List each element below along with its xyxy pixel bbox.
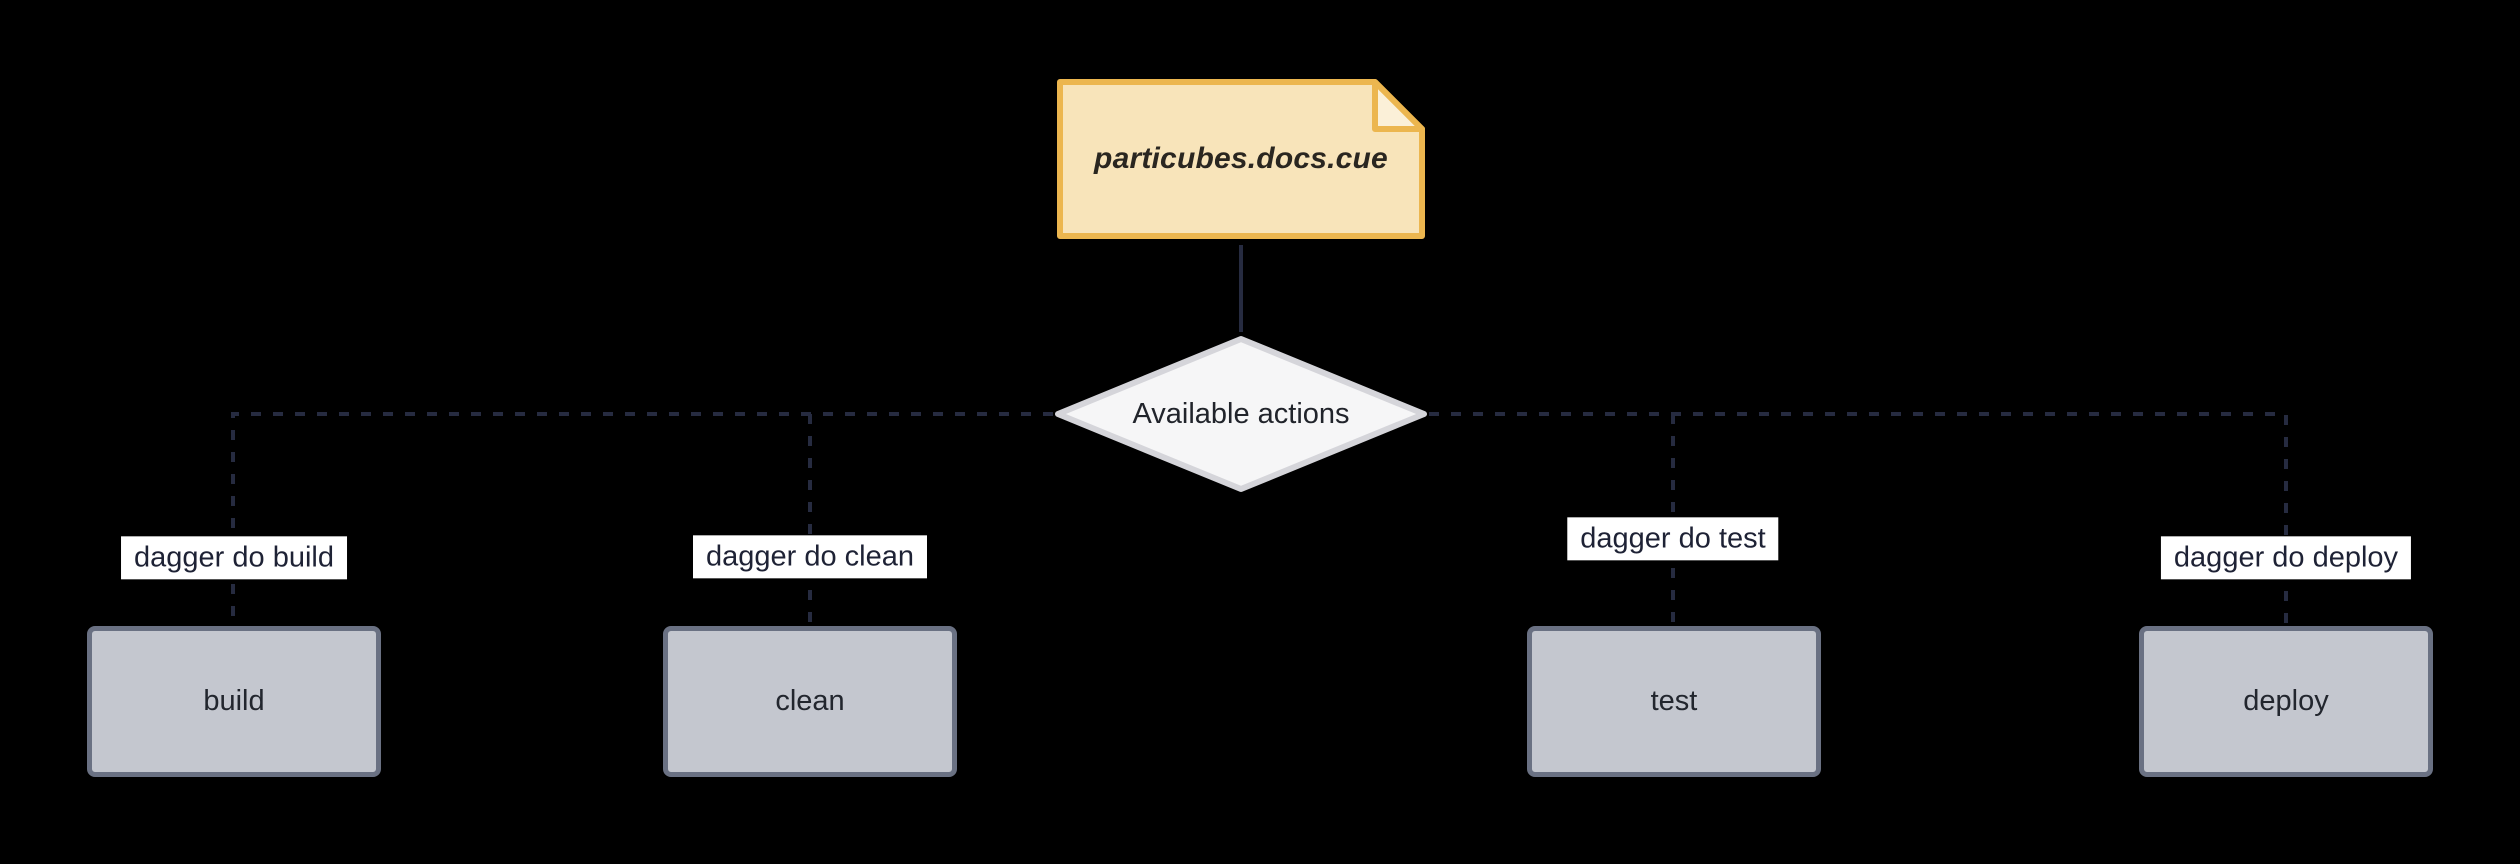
decision-node: Available actions: [1051, 331, 1431, 497]
decision-label: Available actions: [1132, 397, 1350, 430]
note-shape: [1057, 79, 1425, 239]
edge-label-dagger-do-test: dagger do test: [1567, 517, 1779, 561]
edge-decision-to-build: [231, 412, 1053, 624]
note-body: [1057, 79, 1425, 239]
note-fold-icon: [1372, 79, 1425, 132]
edge-label-dagger-do-clean: dagger do clean: [693, 535, 927, 579]
note-label: particubes.docs.cue: [1094, 142, 1388, 175]
decision-shape: [1055, 336, 1427, 492]
action-node-build: build: [87, 626, 381, 777]
decision-diamond: [1055, 336, 1427, 492]
edge-label-dagger-do-deploy: dagger do deploy: [2160, 536, 2412, 580]
action-node-test: test: [1527, 626, 1821, 777]
note-node: particubes.docs.cue: [1055, 77, 1427, 241]
edge-decision-to-deploy: [1429, 412, 2288, 624]
edge-label-dagger-do-build: dagger do build: [121, 536, 347, 580]
action-node-deploy: deploy: [2139, 626, 2433, 777]
action-node-clean: clean: [663, 626, 957, 777]
